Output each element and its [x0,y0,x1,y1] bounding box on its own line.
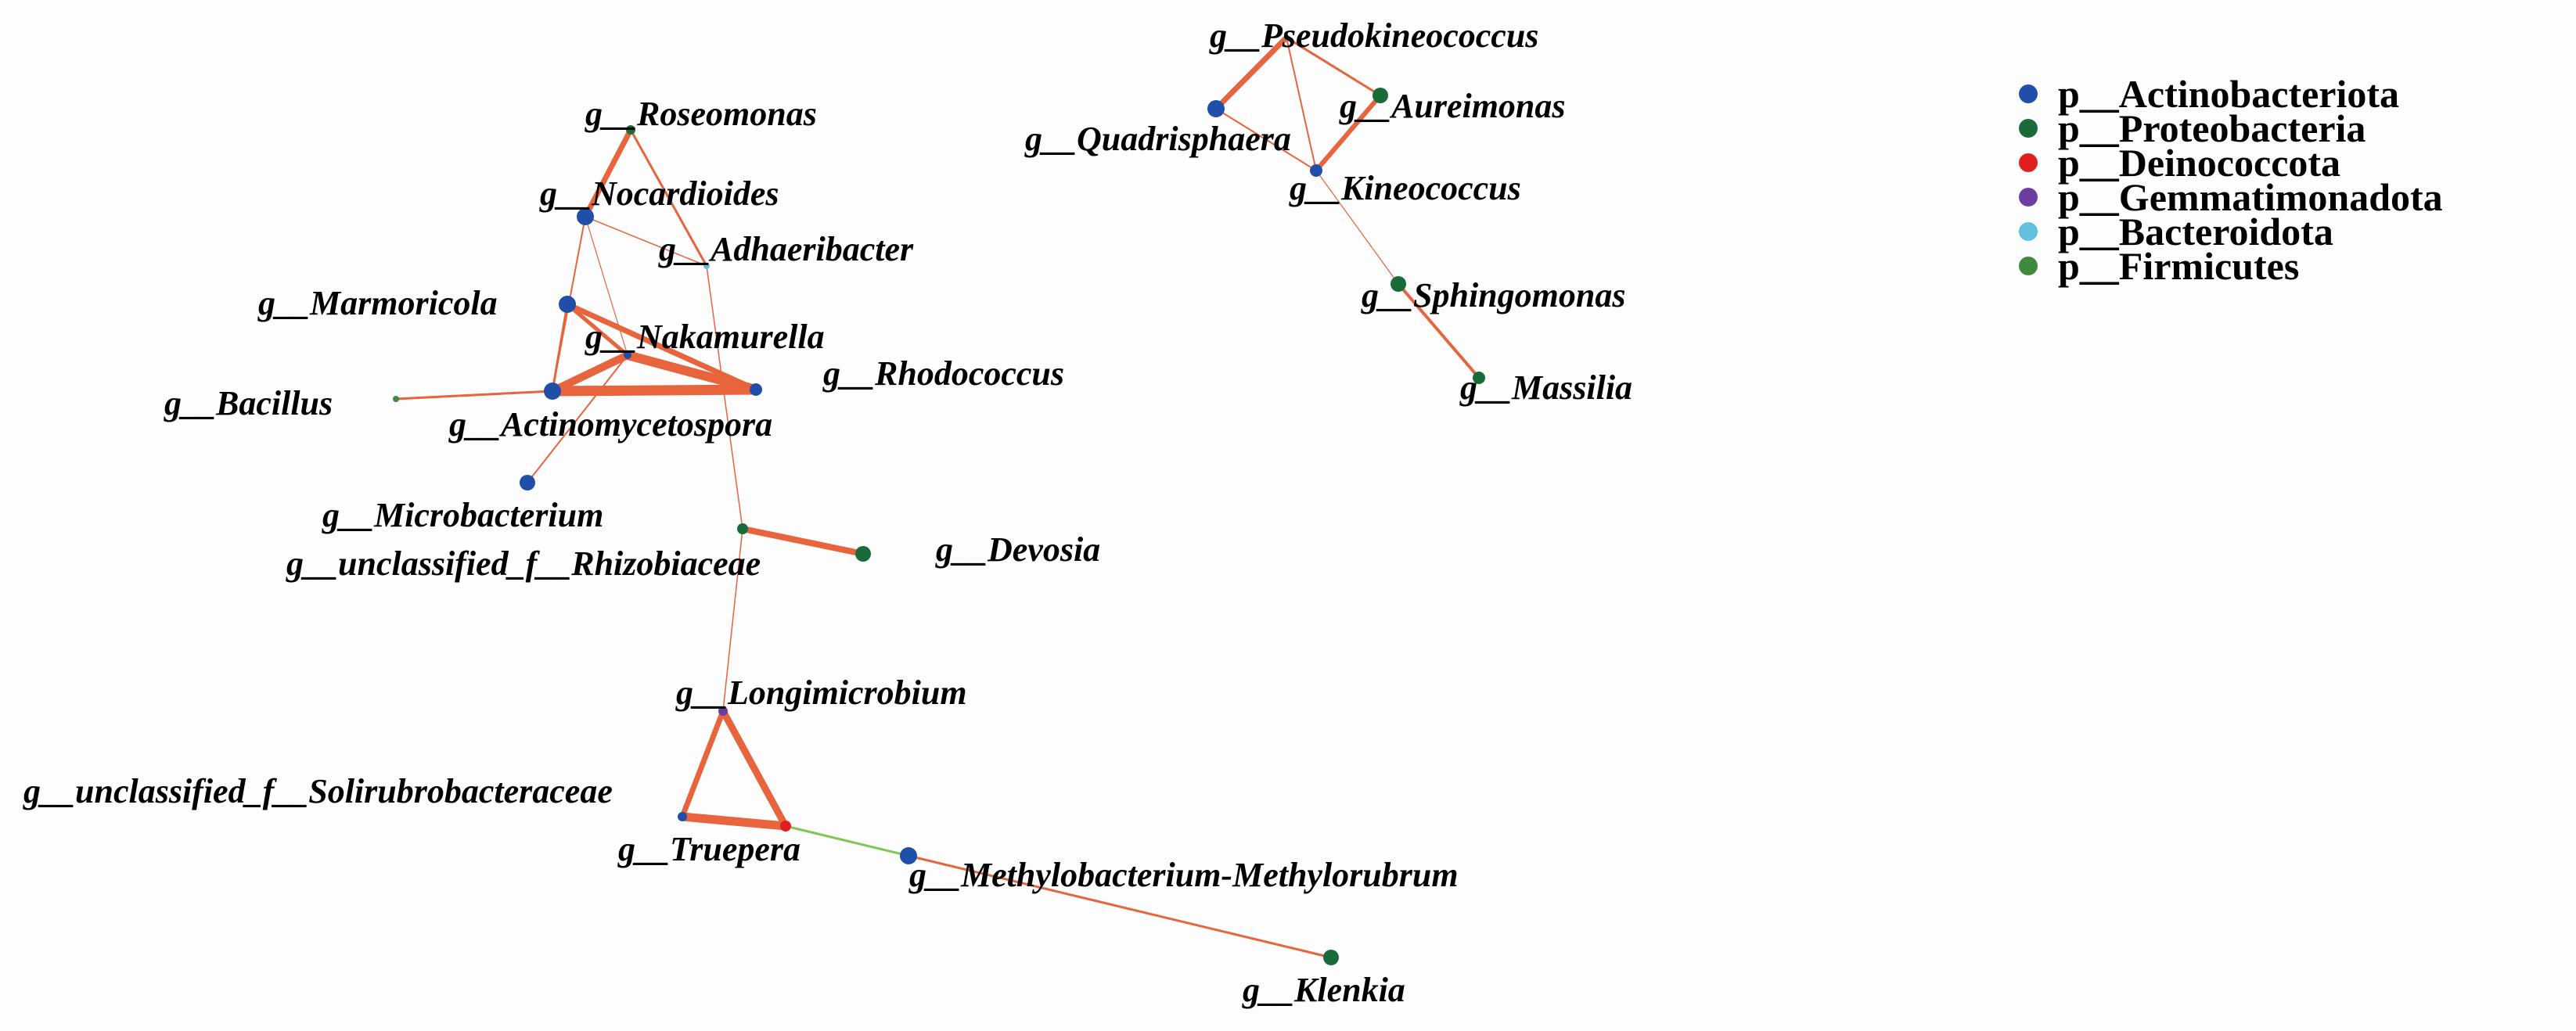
edge-pseudokineococcus-kineococcus [1286,37,1317,171]
legend-dot-icon [2019,153,2038,172]
node-label-massilia: g__Massilia [1459,368,1632,407]
legend-item-actinobacteriota: p__Actinobacteriota [2019,72,2443,116]
node-label-quadrisphaera: g__Quadrisphaera [1024,120,1291,158]
node-aureimonas-icon [1373,88,1388,103]
edge-methylobacterium-klenkia [907,854,1333,959]
node-label-truepera: g__Truepera [617,830,801,868]
edge-actinomycetospora-rhodococcus [547,384,761,397]
node-massilia-icon [1473,372,1485,384]
node-layer [393,35,1485,965]
edge-adhaeribacter-rhizobiaceae [706,265,743,530]
node-label-devosia: g__Devosia [935,530,1100,569]
node-label-nocardioides: g__Nocardioides [539,174,779,213]
node-label-microbacterium: g__Microbacterium [322,496,603,534]
node-longimicrobium-icon [718,706,728,716]
node-methylobacterium-icon [900,847,917,864]
legend-label: p__Proteobacteria [2058,106,2366,150]
node-bacillus-icon [393,396,399,402]
node-label-klenkia: g__Klenkia [1242,971,1405,1009]
legend-label: p__Gemmatimonadota [2058,175,2443,219]
legend-item-bacteroidota: p__Bacteroidota [2019,210,2443,253]
edge-rhizobiaceae-longimicrobium [722,528,743,712]
node-label-rhizobiaceae: g__unclassified_f__Rhizobiaceae [286,544,761,583]
node-kineococcus-icon [1310,164,1322,177]
legend-dot-icon [2019,222,2038,241]
legend-dot-icon [2019,119,2038,138]
node-nocardioides-icon [577,208,594,225]
legend-label: p__Deinococcota [2058,141,2341,185]
node-label-methylobacterium: g__Methylobacterium-Methylorubrum [908,856,1459,894]
node-truepera-icon [780,821,791,832]
node-nakamurella-icon [624,351,631,359]
edge-sphingomonas-massilia [1397,282,1480,379]
node-devosia-icon [855,546,871,562]
node-label-adhaeribacter: g__Adhaeribacter [658,230,914,268]
legend-label: p__Bacteroidota [2058,210,2333,253]
edge-microbacterium-nakamurella [527,354,628,483]
node-label-actinomycetospora: g__Actinomycetospora [448,405,772,444]
edge-rhizobiaceae-devosia [739,526,866,557]
node-label-roseomonas: g__Roseomonas [585,95,817,133]
node-quadrisphaera-icon [1207,100,1225,117]
node-label-bacillus: g__Bacillus [164,384,333,422]
edge-pseudokineococcus-aureimonas [1285,36,1382,97]
node-label-kineococcus: g__Kineococcus [1289,169,1521,207]
edge-marmoricola-actinomycetospora [551,303,569,393]
legend-dot-icon [2019,188,2038,207]
legend-item-gemmatimonadota: p__Gemmatimonadota [2019,175,2443,219]
node-label-pseudokineococcus: g__Pseudokineococcus [1209,16,1538,55]
edge-roseomonas-nocardioides [582,127,634,220]
node-sphingomonas-icon [1391,276,1406,292]
node-label-aureimonas: g__Aureimonas [1339,87,1566,125]
node-label-nakamurella: g__Nakamurella [585,318,825,356]
node-microbacterium-icon [520,475,535,490]
edge-nakamurella-actinomycetospora [549,351,631,395]
node-label-solirubrobacteraceae: g__unclassified_f__Solirubrobacteraceae [23,772,613,810]
legend-item-firmicutes: p__Firmicutes [2019,244,2443,288]
edge-marmoricola-nakamurella [565,302,630,357]
node-roseomonas-icon [626,125,635,135]
edge-quadrisphaera-kineococcus [1215,108,1317,171]
legend-item-proteobacteria: p__Proteobacteria [2019,106,2443,150]
edge-longimicrobium-solirubrobacteraceae [679,708,726,820]
edge-longimicrobium-truepera [719,707,790,830]
edge-marmoricola-rhodococcus [564,301,759,393]
legend-label: p__Firmicutes [2058,244,2300,288]
edge-nocardioides-adhaeribacter [585,216,707,267]
edge-aureimonas-kineococcus [1314,93,1383,173]
node-marmoricola-icon [559,296,576,313]
node-actinomycetospora-icon [544,383,561,400]
edge-bacillus-actinomycetospora [394,390,554,401]
edge-truepera-methylobacterium [784,824,910,857]
legend-dot-icon [2019,84,2038,103]
node-rhodococcus-icon [750,383,762,396]
node-klenkia-icon [1323,950,1339,965]
edge-nakamurella-rhodococcus [623,350,761,394]
edge-nocardioides-nakamurella [585,216,628,356]
node-label-longimicrobium: g__Longimicrobium [675,674,967,712]
node-adhaeribacter-icon [703,263,710,269]
edge-pseudokineococcus-quadrisphaera [1213,34,1290,112]
legend-dot-icon [2019,257,2038,275]
node-label-marmoricola: g__Marmoricola [257,284,498,322]
edge-roseomonas-adhaeribacter [629,128,708,268]
node-label-sphingomonas: g__Sphingomonas [1361,276,1625,314]
node-pseudokineococcus-icon [1284,35,1289,40]
node-solirubrobacteraceae-icon [678,812,687,821]
label-layer: g__Roseomonas g__Nocardioides g__Adhaeriba… [23,16,1632,1009]
legend-label: p__Actinobacteriota [2058,72,2400,116]
edge-solirubrobacteraceae-truepera [678,812,790,831]
node-label-rhodococcus: g__Rhodococcus [822,354,1064,393]
edge-layer [394,34,1480,959]
legend-item-deinococcota: p__Deinococcota [2019,141,2443,185]
edge-kineococcus-sphingomonas [1315,170,1399,285]
node-rhizobiaceae-icon [737,523,748,534]
legend: p__Actinobacteriota p__Proteobacteria p_… [2019,72,2443,288]
